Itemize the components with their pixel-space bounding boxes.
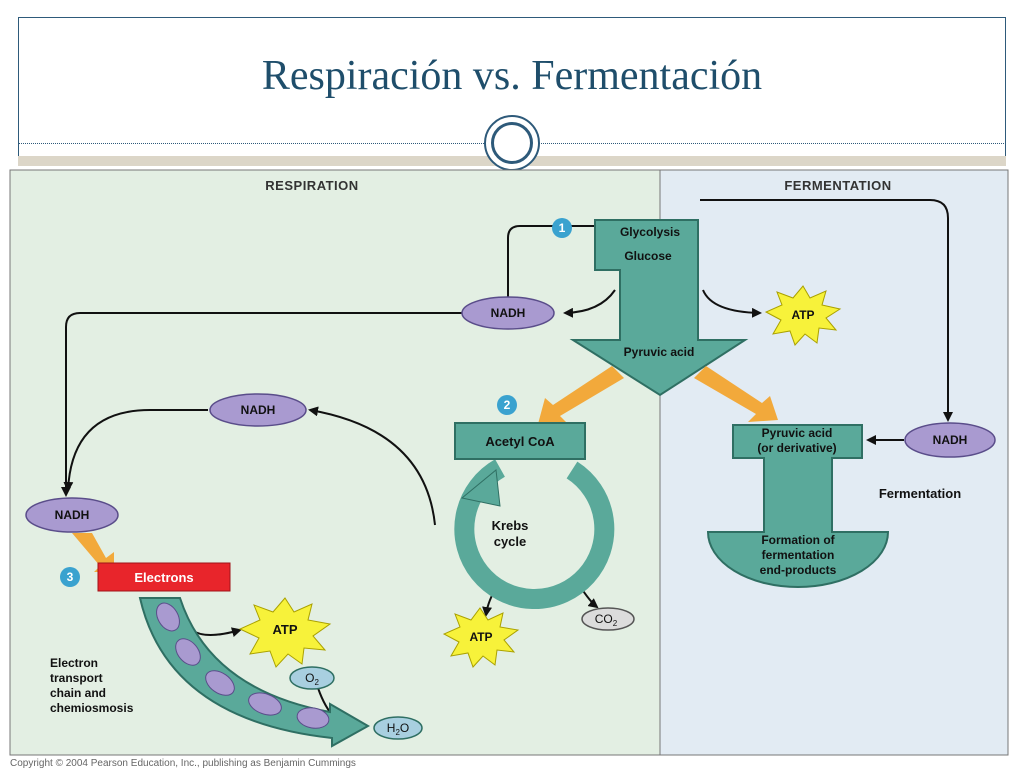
step-1-number: 1 — [559, 221, 566, 235]
atp-burst-glycolysis — [764, 285, 842, 346]
oxygen-label: O2 — [305, 671, 319, 687]
nadh-oval-glycolysis — [461, 296, 555, 330]
etc-complex-5 — [296, 707, 330, 729]
fermentation-header: FERMENTATION — [784, 178, 891, 193]
krebs-label-line2: cycle — [494, 534, 527, 549]
nadh-label-glycolysis: NADH — [491, 306, 526, 320]
nadh-label-etc: NADH — [55, 508, 90, 522]
nadh-oval-fermentation — [904, 422, 996, 458]
etc-label-line1: Electron — [50, 656, 98, 670]
divider-circle-inner-icon — [491, 122, 533, 164]
fermentation-label: Fermentation — [879, 486, 961, 501]
water-oval — [373, 716, 423, 740]
glycolysis-atp-arrow — [702, 289, 762, 318]
atp-label-etc: ATP — [272, 622, 297, 637]
etc-complex-3 — [205, 670, 235, 696]
respiration-panel — [9, 169, 661, 756]
glucose-label: Glucose — [624, 249, 672, 263]
pyruvic-derivative-line1: Pyruvic acid — [762, 426, 833, 440]
nadh-to-etc-arrow — [61, 312, 462, 497]
pyruvic-acid-label: Pyruvic acid — [624, 345, 695, 359]
nadh-oval-etc — [25, 497, 119, 533]
pyruvic-derivative-line2: (or derivative) — [757, 441, 836, 455]
step-1-marker — [552, 218, 572, 238]
electrons-box — [97, 562, 231, 592]
endproducts-line3: end-products — [760, 563, 837, 577]
atp-label-glycolysis: ATP — [791, 308, 814, 322]
etc-label-line2: transport — [50, 671, 103, 685]
krebs-cycle-ring — [454, 459, 615, 609]
krebs-nadh-arrow — [308, 406, 436, 526]
step-3-marker — [60, 567, 80, 587]
krebs-label-line1: Krebs — [492, 518, 529, 533]
nadh-to-electrons-orange-arrow — [72, 533, 114, 572]
to-fermentation-orange-arrow — [694, 366, 778, 422]
atp-burst-etc — [238, 597, 332, 668]
to-acetyl-orange-arrow — [538, 366, 624, 424]
respiration-header: RESPIRATION — [265, 178, 358, 193]
endproducts-line1: Formation of — [761, 533, 835, 547]
copyright-text: Copyright © 2004 Pearson Education, Inc.… — [10, 758, 356, 768]
slide-frame — [18, 17, 1006, 157]
glycolysis-nadh-arrow — [563, 289, 616, 318]
glycolysis-label: Glycolysis — [620, 225, 680, 239]
glycolysis-arrow — [569, 219, 749, 397]
step-2-number: 2 — [504, 398, 511, 412]
co2-label: CO2 — [595, 612, 618, 628]
fermentation-funnel — [706, 424, 890, 588]
step-3-number: 3 — [67, 570, 74, 584]
acetyl-coa-label: Acetyl CoA — [485, 434, 555, 449]
water-label: H2O — [387, 721, 409, 737]
glycolysis-to-fermentation-nadh-arrow — [700, 199, 953, 422]
nadh-label-krebs: NADH — [241, 403, 276, 417]
step-2-marker — [497, 395, 517, 415]
slide-title: Respiración vs. Fermentación — [261, 53, 763, 99]
nadh-oval-krebs — [209, 393, 307, 427]
co2-oval — [581, 607, 635, 631]
nadh-to-nadh-arrow — [63, 409, 208, 492]
atp-label-krebs: ATP — [469, 630, 492, 644]
electrons-label: Electrons — [134, 570, 193, 585]
fermentation-panel — [659, 169, 1009, 756]
etc-complex-1 — [156, 602, 180, 632]
atp-burst-krebs — [442, 607, 520, 668]
glycolysis-to-nadh-line — [507, 225, 612, 300]
endproducts-line2: fermentation — [762, 548, 835, 562]
oxygen-oval — [289, 666, 335, 690]
acetyl-coa-box — [454, 422, 586, 460]
etc-label-line3: chain and — [50, 686, 106, 700]
nadh-label-fermentation: NADH — [933, 433, 968, 447]
krebs-cycle-arrowhead — [460, 469, 501, 507]
etc-complex-2 — [175, 638, 201, 666]
etc-label-line4: chemiosmosis — [50, 701, 134, 715]
etc-complex-4 — [248, 692, 282, 716]
